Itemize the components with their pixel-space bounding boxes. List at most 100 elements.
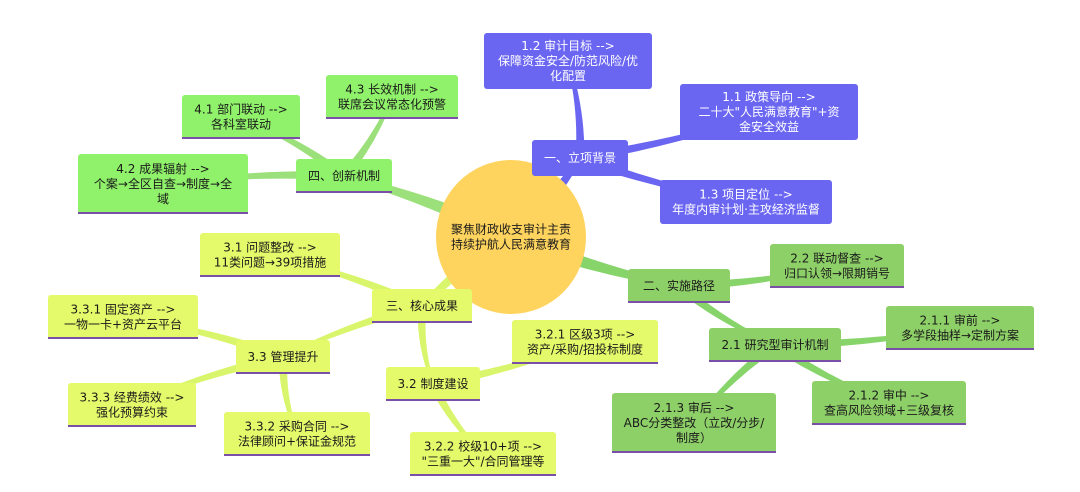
node-underline [224, 454, 370, 456]
connector-g21-g213 [692, 341, 779, 425]
central-topic-label-line: 聚焦财政收支审计主责 [451, 222, 571, 237]
connector-y3-y32 [417, 305, 435, 385]
node-b12-label-line: 化配置 [550, 69, 586, 83]
node-l43-label-line: 4.3 长效机制 --> [345, 82, 438, 97]
node-y321-label-line: 3.2.1 区级3项 --> [535, 328, 636, 342]
central-topic-label-line: 持续护航人民满意教育 [451, 237, 571, 252]
node-l42-label-line: 个案→全区自查→制度→全 [94, 176, 232, 191]
node-y332-label-line: 法律顾问+保证金规范 [238, 434, 356, 449]
node-b12-label-line: 1.2 审计目标 --> [521, 38, 614, 53]
node-g22-label-line: 2.2 联动督查 --> [790, 251, 883, 266]
node-underline [372, 321, 472, 323]
node-y331-label-line: 一物一卡+资产云平台 [64, 317, 182, 332]
node-box [182, 95, 300, 139]
node-y322-label-line: 3.2.2 校级10+项 --> [424, 439, 542, 454]
node-l41-label-line: 各科室联动 [211, 117, 271, 132]
mind-node-y331[interactable]: 3.3.1 固定资产 -->一物一卡+资产云平台 [48, 295, 198, 339]
mind-node-y332[interactable]: 3.3.2 采购合同 -->法律顾问+保证金规范 [224, 412, 370, 456]
node-box [812, 381, 966, 425]
mind-node-y322[interactable]: 3.2.2 校级10+项 -->"三重一大"/合同管理等 [410, 432, 556, 476]
mind-node-g212[interactable]: 2.1.2 审中 -->查高风险领域+三级复核 [812, 381, 966, 425]
node-y33-label-line: 3.3 管理提升 [248, 349, 319, 364]
node-b1-label-line: 一、立项背景 [544, 150, 616, 165]
node-underline [709, 360, 841, 362]
node-underline [512, 362, 658, 364]
node-box [709, 328, 841, 362]
node-box [200, 233, 340, 277]
node-box [410, 432, 556, 476]
node-box [532, 140, 628, 176]
node-b11-label-line: 1.1 政策导向 --> [722, 89, 815, 104]
node-underline [296, 191, 392, 193]
node-box [660, 180, 832, 224]
node-underline [236, 372, 330, 374]
node-underline [628, 301, 730, 303]
node-box [512, 320, 658, 364]
node-y322-label-line: "三重一大"/合同管理等 [421, 454, 544, 469]
node-underline [48, 337, 198, 339]
node-l4-label-line: 四、创新机制 [308, 168, 380, 183]
node-g212-label-line: 2.1.2 审中 --> [849, 388, 930, 403]
node-underline [886, 348, 1034, 350]
mind-node-l4[interactable]: 四、创新机制 [296, 159, 392, 193]
mind-node-g21[interactable]: 2.1 研究型审计机制 [709, 328, 841, 362]
node-underline [410, 474, 556, 476]
mind-node-g2[interactable]: 二、实施路径 [628, 269, 730, 303]
node-y332-label-line: 3.3.2 采购合同 --> [245, 419, 350, 434]
node-box [68, 383, 196, 427]
node-box [236, 340, 330, 374]
node-underline [612, 451, 776, 453]
mind-node-l41[interactable]: 4.1 部门联动 -->各科室联动 [182, 95, 300, 139]
node-b13-label-line: 1.3 项目定位 --> [699, 187, 792, 202]
connector-y33-y332 [278, 356, 299, 435]
mind-node-b1[interactable]: 一、立项背景 [532, 140, 628, 176]
node-y31-label-line: 11类问题→39项措施 [214, 256, 327, 270]
mind-node-y3[interactable]: 三、核心成果 [372, 289, 472, 323]
node-underline [200, 275, 340, 277]
node-l42-label-line: 域 [157, 192, 169, 206]
mind-node-y32[interactable]: 3.2 制度建设 [386, 367, 480, 401]
mind-node-b13[interactable]: 1.3 项目定位 -->年度内审计划·主攻经济监督 [660, 180, 832, 224]
mind-node-g213[interactable]: 2.1.3 审后 -->ABC分类整改（立改/分步/制度） [612, 393, 776, 453]
node-underline [386, 399, 480, 401]
node-l43-label-line: 联席会议常态化预警 [338, 97, 446, 112]
node-g213-label-line: 2.1.3 审后 --> [654, 400, 735, 415]
node-b11-label-line: 二十大"人民满意教育"+资 [698, 104, 839, 119]
node-box [484, 33, 652, 89]
mind-node-l42[interactable]: 4.2 成果辐射 -->个案→全区自查→制度→全域 [78, 154, 248, 214]
mind-node-y31[interactable]: 3.1 问题整改 -->11类问题→39项措施 [200, 233, 340, 277]
node-box [628, 269, 730, 303]
node-g213-label-line: ABC分类整改（立改/分步/ [624, 415, 766, 430]
central-topic-shape [436, 160, 586, 314]
node-y3-label-line: 三、核心成果 [386, 299, 458, 313]
node-g2-label-line: 二、实施路径 [643, 278, 715, 293]
node-y333-label-line: 3.3.3 经费绩效 --> [80, 390, 185, 405]
node-y331-label-line: 3.3.1 固定资产 --> [71, 302, 176, 317]
node-box [224, 412, 370, 456]
mind-node-y33[interactable]: 3.3 管理提升 [236, 340, 330, 374]
node-box [612, 393, 776, 453]
node-g21-label-line: 2.1 研究型审计机制 [722, 337, 829, 352]
mind-node-y321[interactable]: 3.2.1 区级3项 -->资产/采购/招投标制度 [512, 320, 658, 364]
node-box [770, 244, 904, 288]
mind-node-l43[interactable]: 4.3 长效机制 -->联席会议常态化预警 [326, 75, 458, 119]
node-box [372, 289, 472, 323]
mind-node-g22[interactable]: 2.2 联动督查 -->归口认领→限期销号 [770, 244, 904, 288]
mind-node-y333[interactable]: 3.3.3 经费绩效 -->强化预算约束 [68, 383, 196, 427]
node-box [386, 367, 480, 401]
node-box [78, 154, 248, 214]
node-underline [326, 117, 458, 119]
node-y321-label-line: 资产/采购/招投标制度 [527, 342, 643, 357]
node-underline [68, 425, 196, 427]
node-g212-label-line: 查高风险领域+三级复核 [824, 403, 954, 418]
mind-node-g211[interactable]: 2.1.1 审前 -->多学段抽样→定制方案 [886, 306, 1034, 350]
node-box [48, 295, 198, 339]
node-b11-label-line: 金安全效益 [739, 119, 799, 134]
node-box [886, 306, 1034, 350]
node-y32-label-line: 3.2 制度建设 [398, 376, 469, 391]
